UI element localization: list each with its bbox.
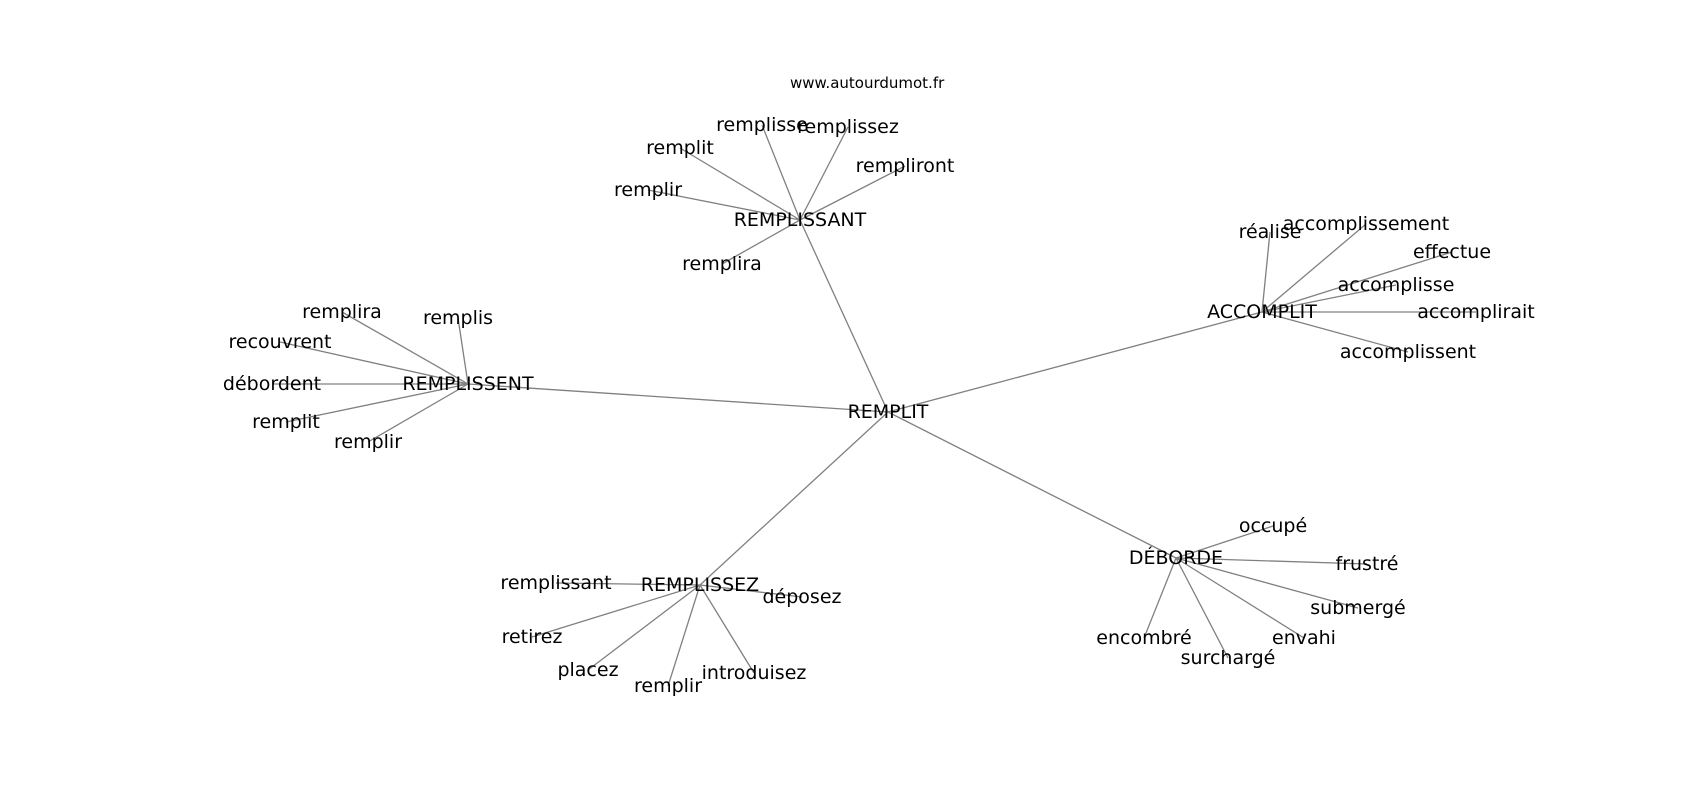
edge-hub-to-leaf xyxy=(1143,557,1177,639)
leaf-word-node[interactable]: remplir xyxy=(634,675,702,697)
edge-hub-to-leaf xyxy=(761,124,801,221)
leaf-word-node[interactable]: remplit xyxy=(646,137,714,159)
leaf-word-node[interactable]: accomplirait xyxy=(1417,301,1534,323)
leaf-word-node[interactable]: accomplissement xyxy=(1283,213,1449,235)
leaf-word-node[interactable]: submergé xyxy=(1310,597,1405,619)
edge-hub-to-leaf xyxy=(1175,557,1229,659)
edge-center-to-hub xyxy=(699,411,889,586)
edge-hub-to-leaf xyxy=(555,582,701,586)
leaf-word-node[interactable]: rempliront xyxy=(856,155,955,177)
edge-hub-to-leaf xyxy=(799,165,906,221)
leaf-word-node[interactable]: remplis xyxy=(423,307,493,329)
leaf-word-node[interactable]: remplir xyxy=(334,431,402,453)
edge-hub-to-leaf xyxy=(1175,557,1368,565)
edges-layer xyxy=(272,124,1476,687)
leaf-word-node[interactable]: recouvrent xyxy=(228,331,331,353)
leaf-word-node[interactable]: remplira xyxy=(682,253,762,275)
leaf-word-node[interactable]: effectue xyxy=(1413,241,1491,263)
edge-hub-to-leaf xyxy=(1261,223,1367,313)
leaf-word-node[interactable]: retirez xyxy=(502,626,563,648)
watermark: www.autourdumot.fr xyxy=(790,74,945,92)
leaf-word-node[interactable]: placez xyxy=(557,659,618,681)
edge-hub-to-leaf xyxy=(721,219,801,265)
edge-hub-to-leaf xyxy=(341,311,469,385)
edge-center-to-hub xyxy=(887,411,1177,559)
edge-center-to-hub xyxy=(887,311,1263,413)
edge-center-to-hub xyxy=(467,383,889,413)
leaf-word-node[interactable]: débordent xyxy=(223,373,321,395)
edge-hub-to-leaf xyxy=(1261,311,1409,353)
leaf-word-node[interactable]: accomplissent xyxy=(1340,341,1476,363)
edge-hub-to-leaf xyxy=(699,584,803,598)
edge-hub-to-leaf xyxy=(279,341,469,385)
edge-hub-to-leaf xyxy=(587,584,701,671)
edge-hub-to-leaf xyxy=(1175,525,1274,559)
leaf-word-node[interactable]: accomplisse xyxy=(1338,274,1455,296)
edge-hub-to-leaf xyxy=(1175,557,1359,609)
edge-hub-to-leaf xyxy=(1175,557,1305,639)
edge-hub-to-leaf xyxy=(457,317,469,385)
leaf-word-node[interactable]: remplira xyxy=(302,301,382,323)
edge-hub-to-leaf xyxy=(367,383,469,443)
leaf-word-node[interactable]: remplissant xyxy=(500,572,611,594)
center-word-node[interactable]: REMPLIT xyxy=(848,401,929,423)
edge-hub-to-leaf xyxy=(1261,251,1453,313)
edge-hub-to-leaf xyxy=(699,584,755,674)
leaf-word-node[interactable]: surchargé xyxy=(1181,647,1276,669)
edge-hub-to-leaf xyxy=(647,189,801,221)
leaf-word-node[interactable]: encombré xyxy=(1096,627,1191,649)
edge-hub-to-leaf xyxy=(1261,284,1397,313)
leaf-word-node[interactable]: envahi xyxy=(1272,627,1336,649)
edge-center-to-hub xyxy=(799,219,889,413)
leaf-word-node[interactable]: introduisez xyxy=(702,662,807,684)
leaf-word-node[interactable]: frustré xyxy=(1336,553,1399,575)
edge-hub-to-leaf xyxy=(285,383,469,423)
leaf-word-node[interactable]: remplir xyxy=(614,179,682,201)
hub-word-node[interactable]: DÉBORDE xyxy=(1129,546,1223,569)
edge-hub-to-leaf xyxy=(531,584,701,638)
edge-hub-to-leaf xyxy=(1261,231,1271,313)
leaf-word-node[interactable]: remplissez xyxy=(797,116,899,138)
edge-hub-to-leaf xyxy=(667,584,701,687)
edge-hub-to-leaf xyxy=(799,126,849,221)
leaf-word-node[interactable]: réalise xyxy=(1239,221,1302,243)
leaf-word-node[interactable]: remplisse xyxy=(716,114,808,136)
leaf-word-node[interactable]: remplit xyxy=(252,411,320,433)
leaf-word-node[interactable]: occupé xyxy=(1239,515,1307,537)
hub-word-node[interactable]: REMPLISSANT xyxy=(734,209,867,231)
edge-hub-to-leaf xyxy=(679,147,801,221)
hub-word-node[interactable]: REMPLISSENT xyxy=(402,373,534,395)
hub-word-node[interactable]: ACCOMPLIT xyxy=(1207,301,1317,323)
leaf-word-node[interactable]: déposez xyxy=(763,586,842,608)
hub-word-node[interactable]: REMPLISSEZ xyxy=(641,574,759,596)
